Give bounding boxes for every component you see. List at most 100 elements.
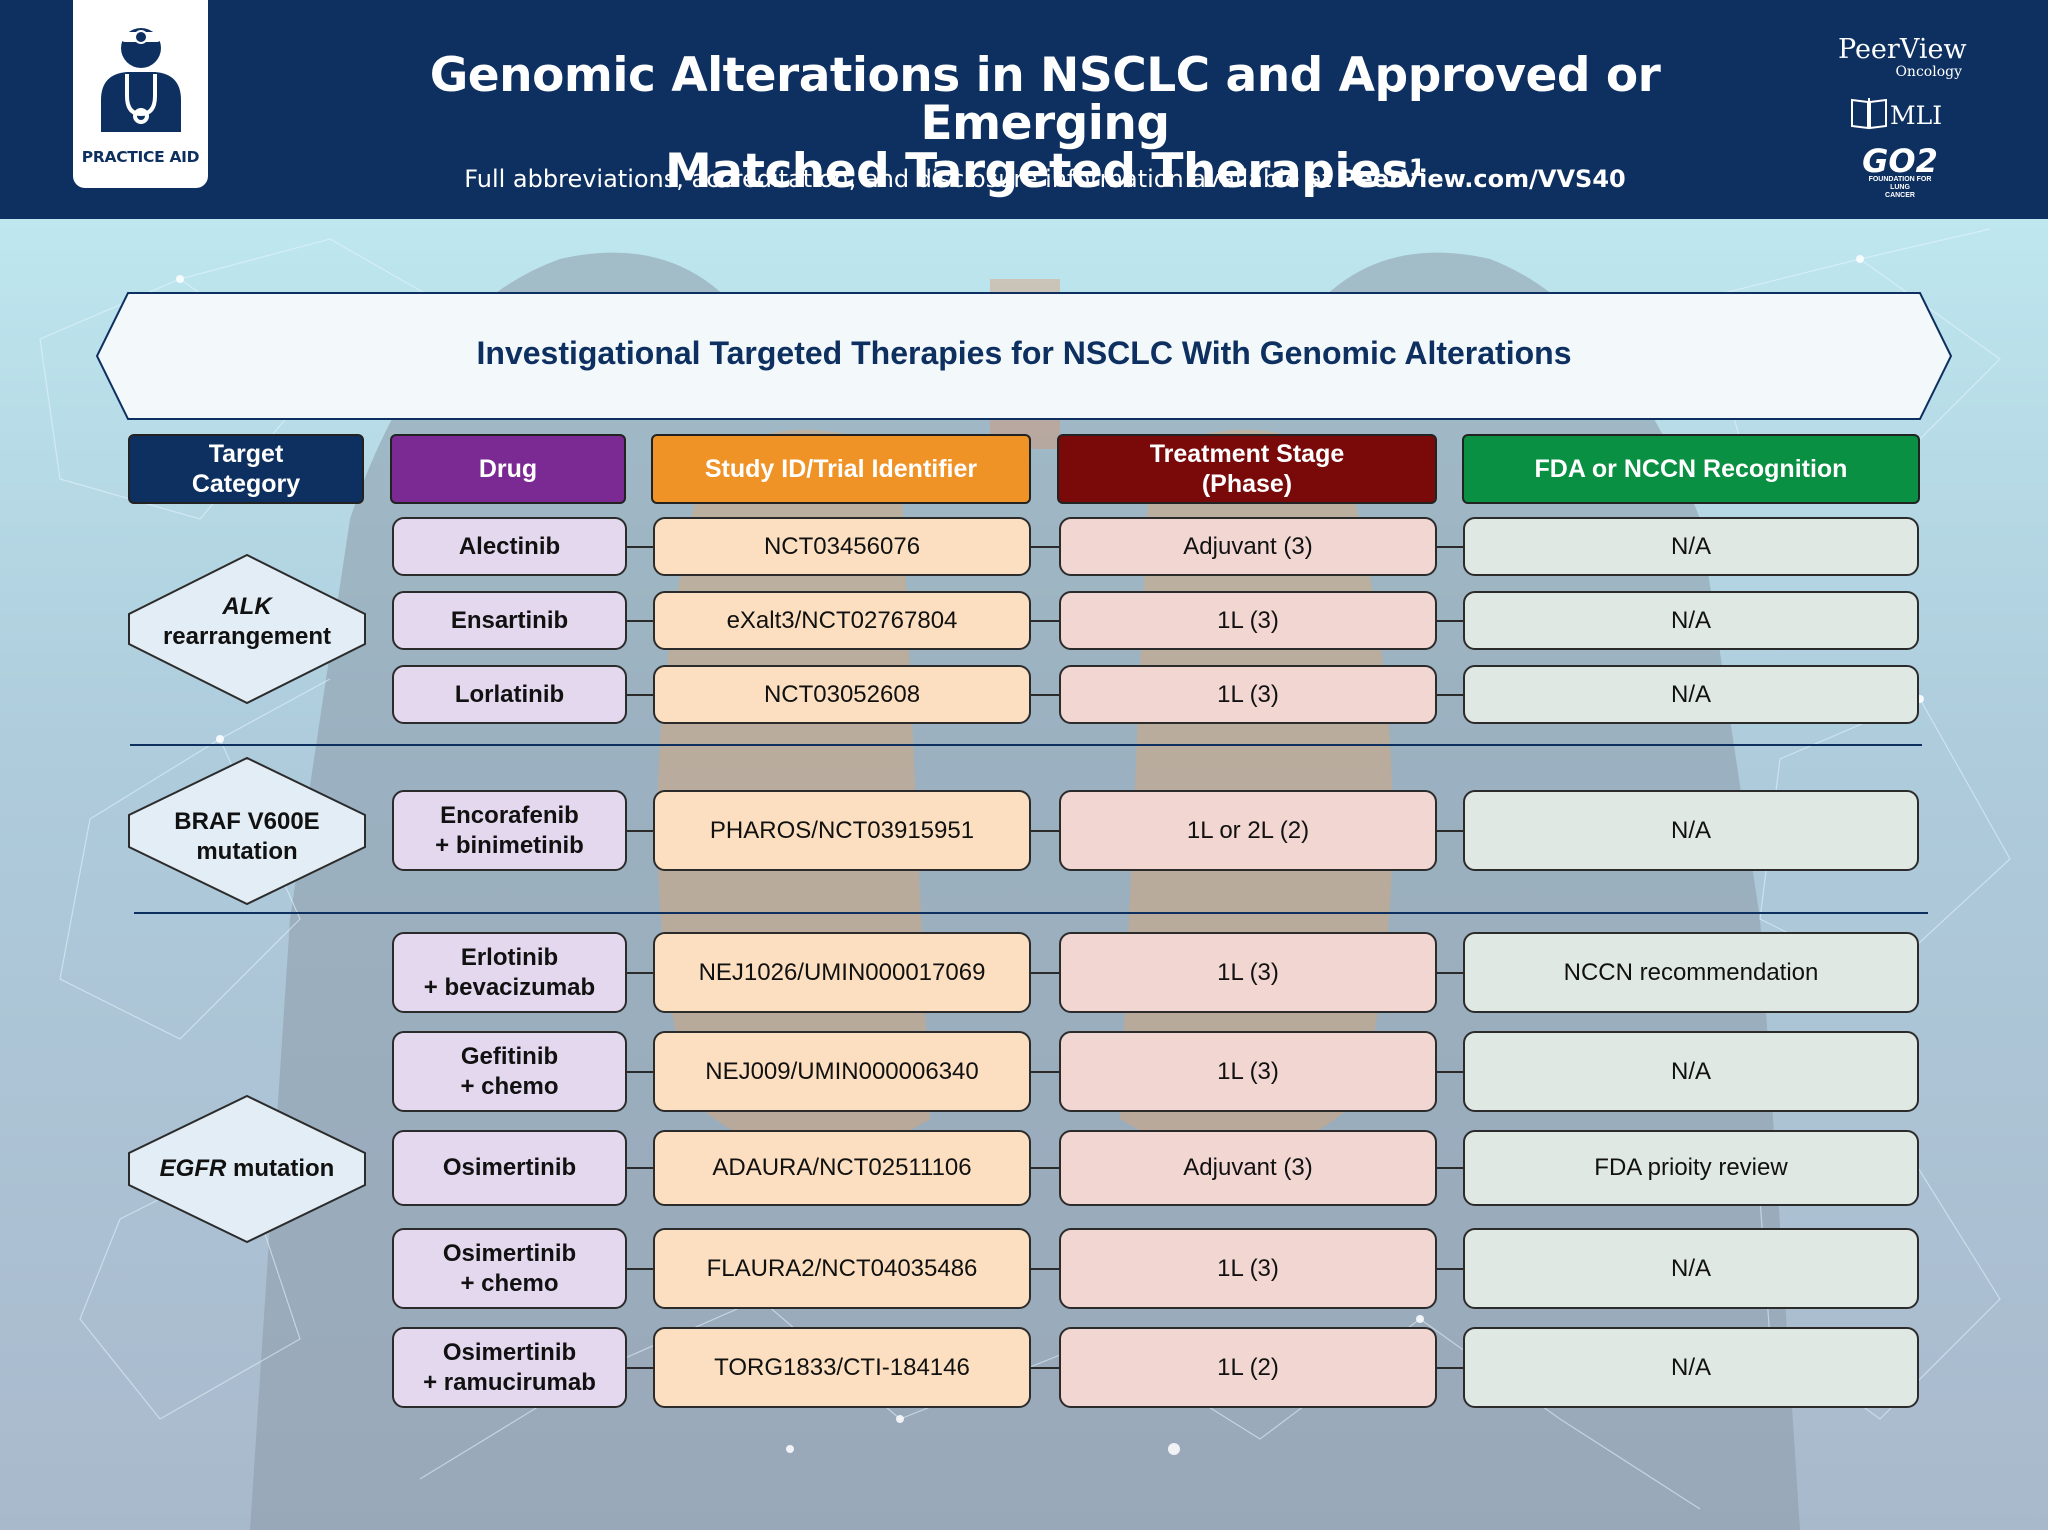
- row-connector: [1031, 830, 1059, 832]
- treatment-stage-cell: 1L (3): [1059, 665, 1437, 724]
- fda-nccn-cell: N/A: [1463, 665, 1919, 724]
- row-connector: [1031, 1367, 1059, 1369]
- treatment-stage-cell-text: 1L (3): [1217, 606, 1279, 634]
- fda-nccn-cell: N/A: [1463, 1031, 1919, 1112]
- peerview-logo: PeerView Oncology: [1838, 36, 1967, 80]
- row-connector: [1031, 620, 1059, 622]
- treatment-stage-cell: 1L or 2L (2): [1059, 790, 1437, 871]
- category-hexagon-alk: [128, 554, 366, 704]
- fda-nccn-cell: NCCN recommendation: [1463, 932, 1919, 1013]
- fda-nccn-cell: N/A: [1463, 1327, 1919, 1408]
- fda-nccn-cell-text: N/A: [1670, 1254, 1711, 1282]
- drug-combination: + chemo: [460, 1269, 559, 1297]
- category-alk-gene: ALK: [222, 593, 272, 620]
- go2-logo: GO2 FOUNDATION FOR LUNG CANCER: [1860, 142, 1940, 200]
- title-line1: Genomic Alterations in NSCLC and Approve…: [429, 48, 1661, 151]
- treatment-stage-cell-text: Adjuvant (3): [1183, 1154, 1313, 1181]
- treatment-stage-cell: Adjuvant (3): [1059, 517, 1437, 576]
- target-header-line1: Target: [208, 440, 284, 468]
- go2-logo-text: GO2: [1862, 142, 1938, 180]
- category-alk-rest: rearrangement: [162, 623, 332, 650]
- peerview-logo-sub: Oncology: [1895, 64, 1962, 80]
- fda-nccn-cell: N/A: [1463, 790, 1919, 871]
- treatment-stage-cell-text: 1L (3): [1217, 1057, 1279, 1085]
- treatment-stage-cell-text: 1L (3): [1217, 680, 1279, 708]
- column-header-fda-nccn: FDA or NCCN Recognition: [1462, 434, 1920, 504]
- study-id-cell-text: ADAURA/NCT02511106: [712, 1154, 972, 1181]
- fda-nccn-cell-text: N/A: [1670, 532, 1711, 560]
- study-id-cell: TORG1833/CTI-184146: [653, 1327, 1031, 1408]
- study-id-cell: PHAROS/NCT03915951: [653, 790, 1031, 871]
- study-id-cell-text: NEJ1026/UMIN000017069: [698, 958, 986, 986]
- study-id-cell: NEJ1026/UMIN000017069: [653, 932, 1031, 1013]
- fda-nccn-cell: N/A: [1463, 517, 1919, 576]
- row-connector: [1031, 1268, 1059, 1270]
- row-connector: [627, 1071, 653, 1073]
- category-hexagon-egfr: [128, 1095, 366, 1243]
- row-connector: [1031, 546, 1059, 548]
- fda-nccn-cell: N/A: [1463, 591, 1919, 650]
- row-connector: [1437, 620, 1463, 622]
- row-connector: [627, 830, 653, 832]
- drug-combination: + binimetinib: [435, 831, 584, 859]
- drug-name: Erlotinib: [460, 943, 559, 971]
- fda-nccn-cell: N/A: [1463, 1228, 1919, 1309]
- row-connector: [627, 694, 653, 696]
- drug-cell: Osimertinib+ chemo: [392, 1228, 627, 1309]
- section-title: Investigational Targeted Therapies for N…: [476, 335, 1572, 371]
- row-connector: [627, 1268, 653, 1270]
- category-hexagon-braf: [128, 757, 366, 905]
- treatment-stage-cell-text: 1L or 2L (2): [1186, 816, 1310, 844]
- go2-logo-sub1: FOUNDATION FOR LUNG: [1868, 176, 1932, 191]
- fda-nccn-cell-text: N/A: [1670, 1057, 1711, 1085]
- drug-name: Lorlatinib: [454, 680, 565, 708]
- category-label-alk: ALK rearrangement: [129, 592, 365, 652]
- drug-combination: + chemo: [460, 1072, 559, 1100]
- row-connector: [627, 972, 653, 974]
- fda-nccn-cell-text: NCCN recommendation: [1563, 958, 1819, 986]
- row-connector: [627, 1367, 653, 1369]
- drug-cell: Osimertinib: [392, 1130, 627, 1206]
- row-connector: [1437, 830, 1463, 832]
- row-connector: [1031, 694, 1059, 696]
- drug-name: Ensartinib: [450, 606, 569, 634]
- treatment-stage-cell: 1L (3): [1059, 1031, 1437, 1112]
- drug-cell: Alectinib: [392, 517, 627, 576]
- row-connector: [1437, 1167, 1463, 1169]
- treatment-stage-cell: 1L (3): [1059, 591, 1437, 650]
- section-divider: [130, 744, 1922, 746]
- stage-header-line1: Treatment Stage: [1149, 440, 1345, 468]
- peerview-link[interactable]: PeerView.com/VVS40: [1339, 165, 1626, 193]
- category-braf-line1: BRAF V600E: [174, 808, 320, 835]
- drug-combination: + ramucirumab: [423, 1368, 596, 1396]
- stage-header-line2: (Phase): [1201, 470, 1293, 498]
- row-connector: [1031, 1167, 1059, 1169]
- treatment-stage-cell-text: 1L (3): [1217, 958, 1279, 986]
- book-caduceus-icon: [1851, 98, 1887, 130]
- row-connector: [627, 1167, 653, 1169]
- study-id-cell: NCT03052608: [653, 665, 1031, 724]
- column-header-treatment-stage: Treatment Stage(Phase): [1057, 434, 1437, 504]
- drug-cell: Osimertinib+ ramucirumab: [392, 1327, 627, 1408]
- drug-name: Gefitinib: [460, 1042, 559, 1070]
- study-id-cell-text: NCT03052608: [763, 680, 921, 708]
- row-connector: [627, 546, 653, 548]
- treatment-stage-cell-text: 1L (2): [1217, 1353, 1279, 1381]
- practice-aid-badge: PRACTICE AID: [73, 0, 208, 188]
- doctor-icon: [101, 28, 181, 132]
- row-connector: [1437, 972, 1463, 974]
- go2-logo-sub2: CANCER: [1885, 192, 1915, 199]
- study-id-cell-text: PHAROS/NCT03915951: [709, 816, 975, 844]
- treatment-stage-cell: 1L (3): [1059, 1228, 1437, 1309]
- study-id-cell: ADAURA/NCT02511106: [653, 1130, 1031, 1206]
- study-id-cell: eXalt3/NCT02767804: [653, 591, 1031, 650]
- practice-aid-label: PRACTICE AID: [81, 148, 200, 166]
- mli-logo-text: MLI: [1890, 101, 1943, 130]
- treatment-stage-cell-text: Adjuvant (3): [1183, 532, 1313, 560]
- row-connector: [1437, 1268, 1463, 1270]
- drug-header-label: Drug: [478, 455, 538, 483]
- target-header-line2: Category: [191, 470, 301, 498]
- treatment-stage-cell: 1L (2): [1059, 1327, 1437, 1408]
- fda-nccn-cell-text: N/A: [1670, 606, 1711, 634]
- row-connector: [1437, 546, 1463, 548]
